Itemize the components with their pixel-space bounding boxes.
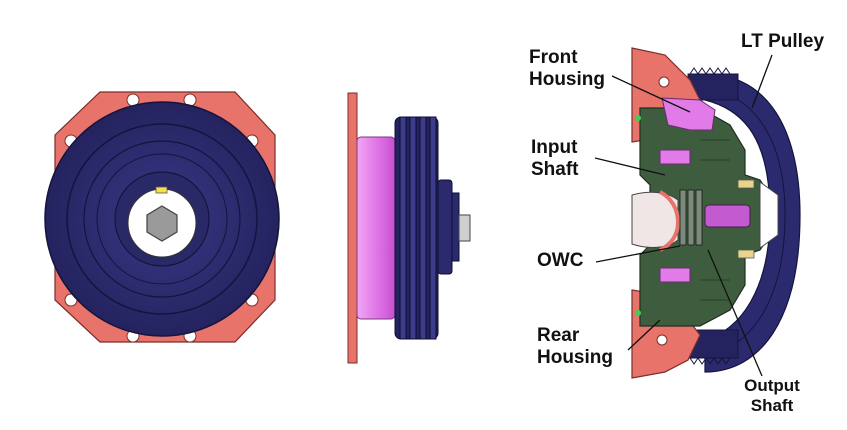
label-input-shaft-line2: Shaft bbox=[531, 159, 579, 180]
leader-input-shaft bbox=[594, 157, 666, 176]
label-input-shaft: Input Shaft bbox=[531, 137, 579, 181]
label-front-housing-line1: Front bbox=[529, 47, 578, 68]
side-view bbox=[347, 92, 471, 364]
leader-output-shaft bbox=[707, 249, 763, 377]
label-input-shaft-line1: Input bbox=[531, 137, 578, 158]
front-view bbox=[44, 91, 280, 343]
leader-owc bbox=[595, 245, 681, 263]
leader-front-housing bbox=[611, 75, 691, 113]
label-rear-housing-line2: Housing bbox=[537, 347, 613, 368]
label-front-housing-line2: Housing bbox=[529, 69, 605, 90]
hex-nut bbox=[146, 205, 178, 242]
section-view bbox=[631, 47, 801, 379]
leader-lt-pulley bbox=[751, 54, 773, 109]
side-flange-plate bbox=[347, 92, 358, 364]
side-housing bbox=[356, 136, 396, 320]
label-output-shaft-line2: Shaft bbox=[750, 396, 794, 415]
leader-rear-housing bbox=[627, 319, 661, 351]
owc-rollers bbox=[679, 189, 703, 246]
label-owc-line1: OWC bbox=[537, 250, 584, 271]
label-output-shaft-line1: Output bbox=[744, 376, 800, 395]
side-pulley-grooves bbox=[394, 116, 439, 340]
key-tab bbox=[155, 186, 168, 194]
label-lt-pulley-line1: LT Pulley bbox=[741, 31, 825, 52]
side-bolt bbox=[458, 214, 471, 242]
label-rear-housing: Rear Housing bbox=[537, 325, 613, 369]
label-front-housing: Front Housing bbox=[529, 47, 605, 91]
label-rear-housing-line1: Rear bbox=[537, 325, 580, 346]
leader-lines bbox=[594, 54, 773, 377]
label-output-shaft: Output Shaft bbox=[730, 376, 814, 416]
label-lt-pulley: LT Pulley bbox=[741, 31, 824, 53]
label-owc: OWC bbox=[537, 250, 583, 272]
